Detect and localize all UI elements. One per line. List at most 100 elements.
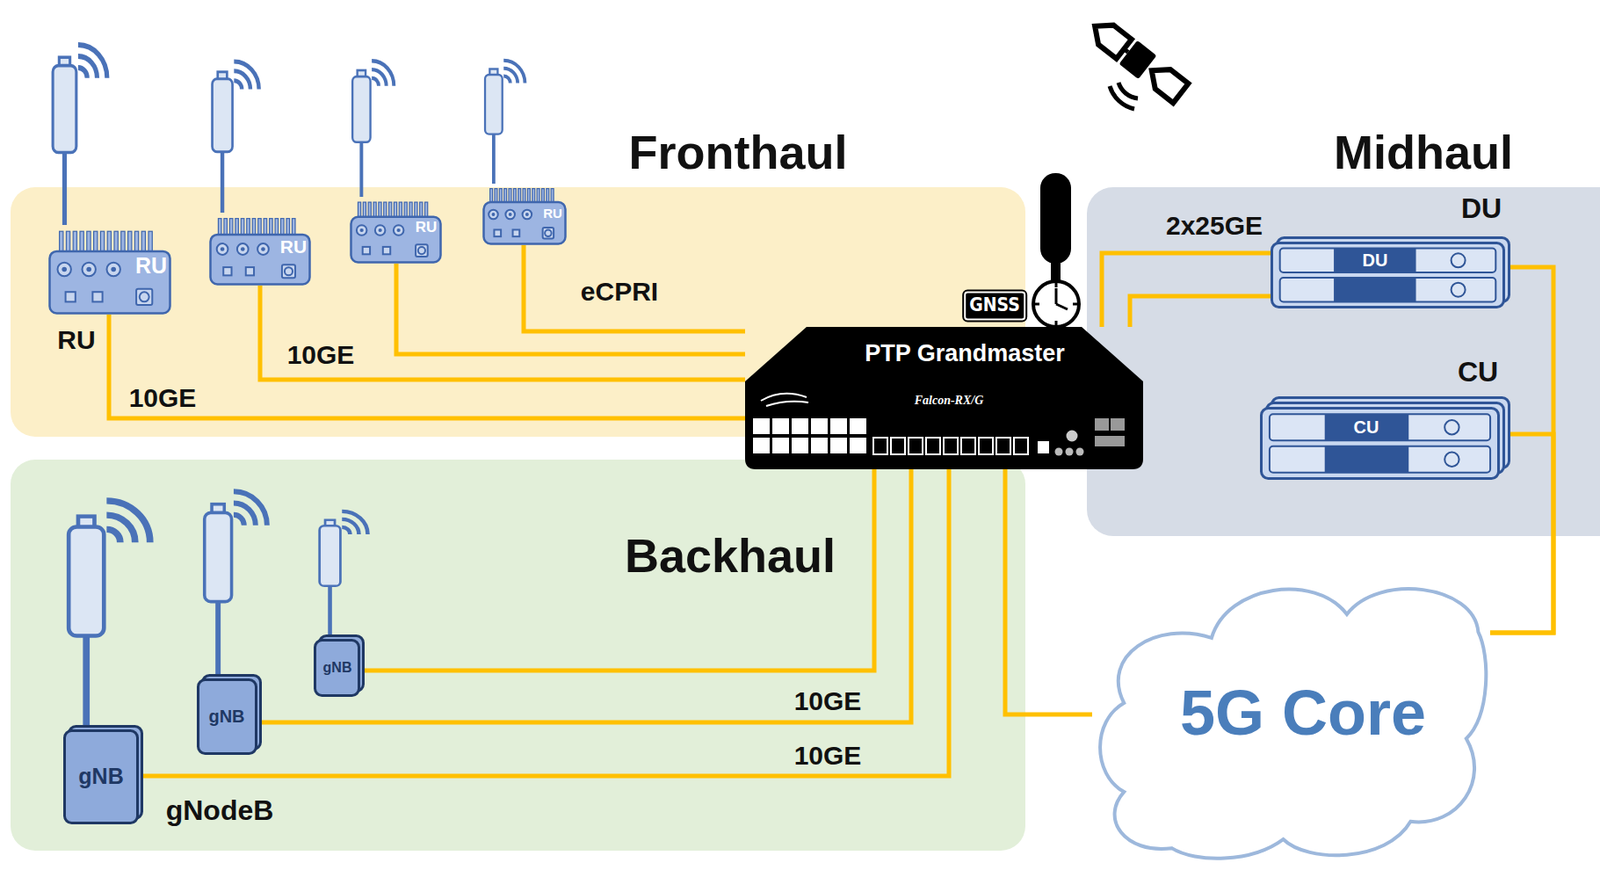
port bbox=[1094, 435, 1125, 447]
port bbox=[791, 418, 809, 435]
gnb-body bbox=[315, 640, 360, 696]
port bbox=[943, 437, 958, 455]
link-label: eCPRI bbox=[580, 276, 659, 306]
port bbox=[1094, 418, 1109, 431]
server-slot bbox=[1280, 277, 1497, 302]
gnb-body bbox=[65, 731, 138, 824]
port bbox=[926, 437, 941, 455]
server-bar bbox=[1324, 413, 1410, 441]
node-label: DU bbox=[1362, 250, 1389, 270]
region-title: Backhaul bbox=[624, 529, 836, 582]
server-chassis bbox=[1261, 408, 1499, 479]
server-chassis bbox=[1272, 243, 1505, 308]
ru-body bbox=[50, 251, 171, 314]
port bbox=[240, 246, 246, 252]
port bbox=[57, 262, 72, 276]
port bbox=[810, 418, 828, 435]
node-label: 5G Core bbox=[1180, 678, 1427, 748]
led bbox=[1066, 430, 1079, 442]
port bbox=[237, 243, 249, 255]
led bbox=[1055, 448, 1064, 457]
port bbox=[257, 243, 269, 255]
server-chassis bbox=[1266, 403, 1505, 474]
ru-node: RU bbox=[482, 183, 567, 246]
logo bbox=[760, 393, 809, 406]
node-label: gNB bbox=[208, 706, 245, 726]
cloud-node: 5G Core bbox=[1092, 566, 1491, 863]
port bbox=[61, 267, 67, 273]
node-label: GNSS bbox=[963, 290, 1026, 320]
port bbox=[393, 224, 405, 236]
port bbox=[890, 437, 905, 455]
link-label: 2x25GE bbox=[1165, 210, 1263, 240]
node-label: gNB bbox=[78, 764, 124, 790]
ru-node: RU bbox=[349, 196, 442, 264]
region-band: MidhaulDUDUCUCU bbox=[1086, 187, 1600, 536]
server bbox=[1259, 396, 1511, 480]
port bbox=[217, 243, 229, 255]
port bbox=[849, 437, 867, 454]
port bbox=[86, 267, 92, 273]
node-label: CU bbox=[1353, 417, 1380, 437]
port bbox=[873, 437, 888, 455]
port bbox=[505, 209, 515, 220]
link-label: 10GE bbox=[794, 686, 862, 716]
port bbox=[136, 289, 153, 305]
led bbox=[1065, 448, 1074, 457]
port bbox=[220, 246, 225, 252]
port bbox=[418, 246, 426, 254]
port bbox=[830, 437, 848, 454]
server-node: CUCU bbox=[1259, 396, 1511, 480]
port bbox=[139, 291, 150, 302]
port bbox=[282, 264, 296, 278]
node-label: gNodeB bbox=[166, 795, 275, 826]
server bbox=[1270, 236, 1511, 309]
server-node: DUDU bbox=[1270, 236, 1511, 309]
port bbox=[522, 209, 533, 220]
port bbox=[107, 262, 121, 276]
port bbox=[92, 291, 102, 302]
port bbox=[246, 267, 254, 276]
port bbox=[961, 437, 976, 455]
satellite bbox=[1060, 14, 1190, 138]
port bbox=[542, 227, 554, 239]
port bbox=[260, 246, 266, 252]
node-label: RU bbox=[135, 253, 167, 279]
port bbox=[378, 228, 383, 232]
port bbox=[488, 209, 499, 220]
link-label: 10GE bbox=[794, 740, 862, 770]
chassis bbox=[745, 326, 1144, 470]
antenna bbox=[485, 60, 525, 184]
port bbox=[830, 418, 848, 435]
port bbox=[415, 244, 428, 257]
gnb-node: gNBgNodeB bbox=[63, 724, 144, 825]
port bbox=[110, 267, 116, 273]
node-label: DU bbox=[1461, 193, 1502, 225]
port bbox=[492, 212, 496, 217]
port bbox=[752, 418, 770, 435]
port bbox=[362, 246, 370, 254]
gnss-antenna bbox=[1033, 173, 1079, 327]
node-label: RU bbox=[542, 206, 563, 222]
port bbox=[810, 437, 828, 454]
ru-body bbox=[210, 234, 311, 285]
port bbox=[849, 418, 867, 435]
ru-node: RURU bbox=[48, 224, 172, 315]
port bbox=[544, 230, 551, 237]
port bbox=[791, 437, 809, 454]
port bbox=[397, 228, 401, 232]
link-label: 10GE bbox=[129, 383, 197, 413]
port bbox=[772, 418, 790, 435]
node-label: RU bbox=[415, 219, 438, 237]
server-bar bbox=[1333, 248, 1416, 273]
region-title: Midhaul bbox=[1333, 126, 1514, 179]
led bbox=[1451, 282, 1466, 297]
cloud-outline bbox=[1100, 588, 1486, 859]
ru-body bbox=[484, 202, 566, 245]
port bbox=[375, 224, 386, 236]
led bbox=[1444, 419, 1459, 435]
port bbox=[1013, 437, 1029, 455]
led bbox=[1076, 448, 1085, 457]
server-bar bbox=[1333, 277, 1416, 302]
port bbox=[65, 291, 76, 302]
